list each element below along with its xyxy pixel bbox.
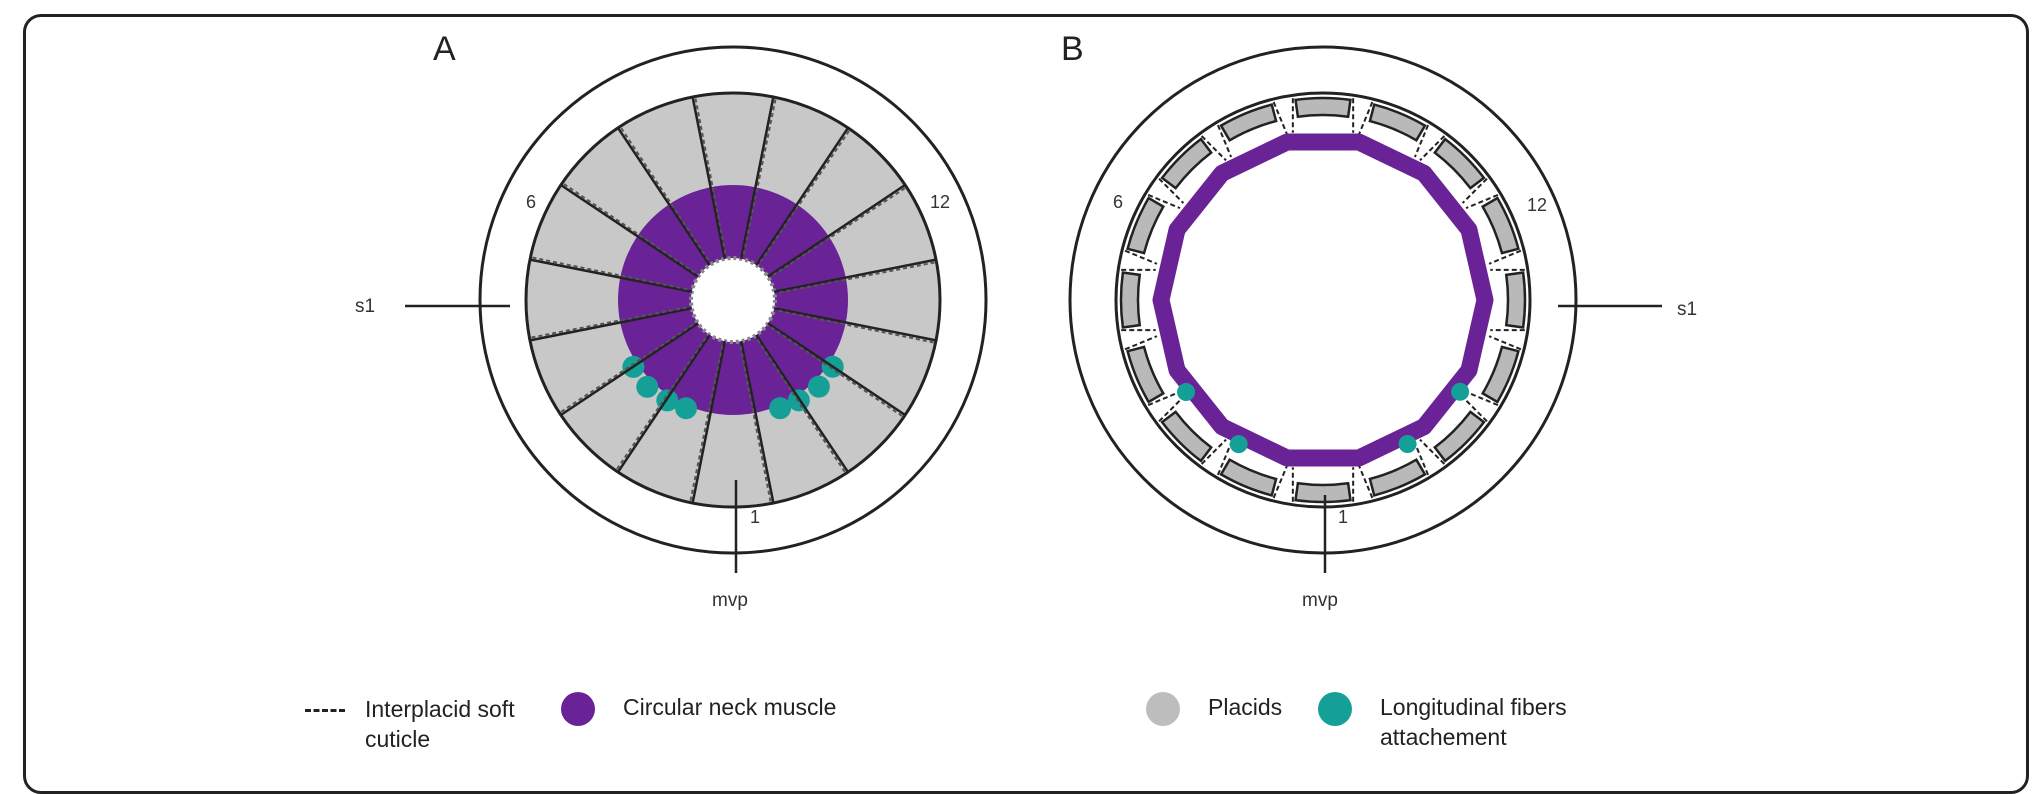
- gray-dot-swatch-icon: [1146, 692, 1180, 726]
- panel-b-placid-number-6: 6: [1113, 192, 1123, 213]
- legend-item-muscle: Circular neck muscle: [561, 692, 836, 726]
- panel-b-s1-label: s1: [1677, 299, 1697, 321]
- legend-label-line1: Interplacid soft: [365, 694, 515, 724]
- panel-a-mvp-label: mvp: [712, 590, 748, 612]
- panel-b-diagram: [1070, 47, 1662, 573]
- legend-label-line2: attachement: [1380, 722, 1567, 752]
- dashed-line-swatch-icon: [305, 709, 345, 712]
- panel-a-placid-number-1: 1: [750, 507, 760, 528]
- figure-canvas: [0, 0, 2033, 760]
- legend: Interplacid soft cuticle Circular neck m…: [0, 682, 2033, 760]
- legend-label: Placids: [1208, 692, 1282, 722]
- lumen: [691, 258, 775, 342]
- panel-a-diagram: [405, 47, 986, 573]
- longitudinal-fiber-attachment: [1177, 383, 1195, 401]
- placid-segment: [1121, 273, 1140, 328]
- longitudinal-fiber-attachment: [675, 397, 697, 419]
- panel-b-placid-number-12: 12: [1527, 195, 1547, 216]
- panel-a-placid-number-6: 6: [526, 192, 536, 213]
- legend-item-placids: Placids: [1146, 692, 1282, 726]
- longitudinal-fiber-attachment: [1451, 383, 1469, 401]
- inner-body-wall: [1116, 93, 1530, 507]
- purple-dot-swatch-icon: [561, 692, 595, 726]
- panel-b-placid-number-1: 1: [1338, 507, 1348, 528]
- placid-segment: [1296, 483, 1351, 502]
- legend-label: Circular neck muscle: [623, 692, 836, 722]
- legend-label: Longitudinal fibers attachement: [1380, 692, 1567, 752]
- teal-dot-swatch-icon: [1318, 692, 1352, 726]
- legend-label-line1: Circular neck muscle: [623, 692, 836, 722]
- panel-a-placid-number-12: 12: [930, 192, 950, 213]
- longitudinal-fiber-attachment: [769, 397, 791, 419]
- legend-label: Interplacid soft cuticle: [365, 694, 515, 754]
- placid-segment: [1506, 273, 1525, 328]
- legend-label-line1: Longitudinal fibers: [1380, 692, 1567, 722]
- legend-label-line1: Placids: [1208, 692, 1282, 722]
- panel-a-s1-label: s1: [355, 296, 375, 318]
- panel-b-mvp-label: mvp: [1302, 590, 1338, 612]
- legend-item-soft-cuticle: Interplacid soft cuticle: [305, 694, 515, 754]
- placid-segment: [1296, 98, 1351, 117]
- legend-label-line2: cuticle: [365, 724, 515, 754]
- longitudinal-fiber-attachment: [636, 376, 658, 398]
- legend-item-fibers: Longitudinal fibers attachement: [1318, 692, 1567, 752]
- longitudinal-fiber-attachment: [1399, 435, 1417, 453]
- panel-a-label: A: [433, 30, 456, 69]
- panel-b-label: B: [1061, 30, 1084, 69]
- longitudinal-fiber-attachment: [1230, 435, 1248, 453]
- longitudinal-fiber-attachment: [808, 376, 830, 398]
